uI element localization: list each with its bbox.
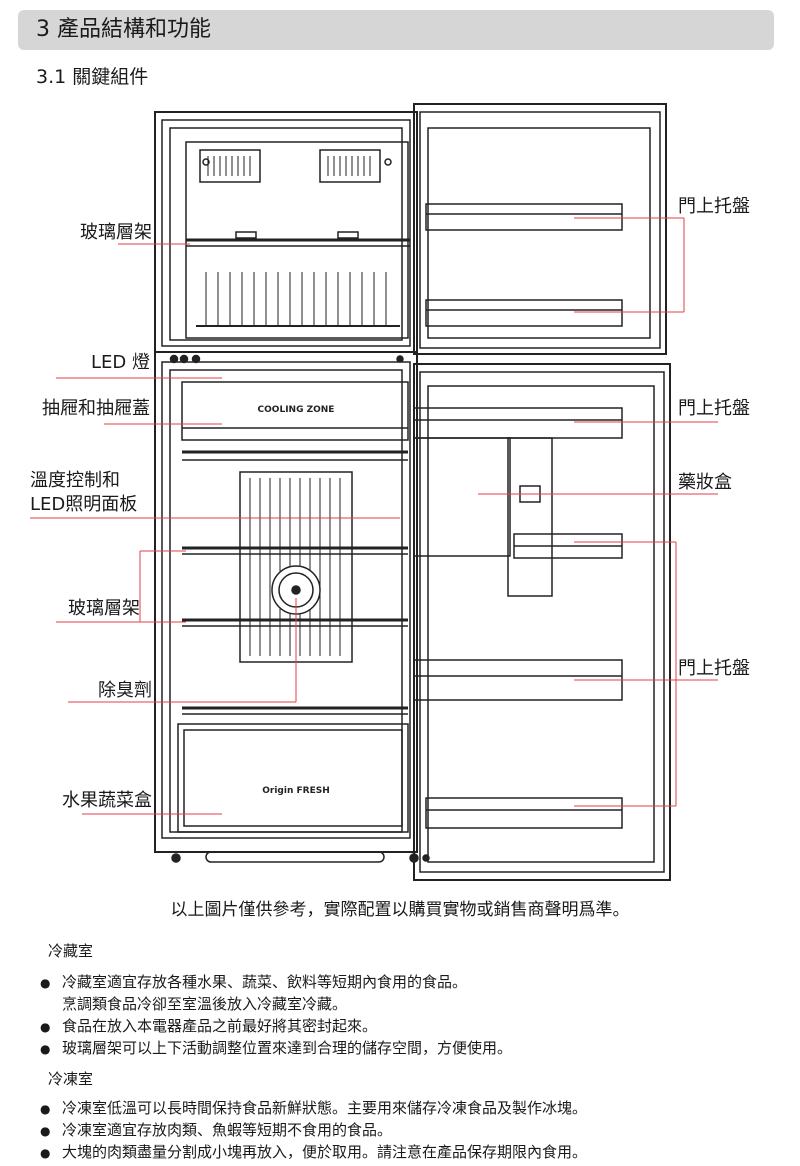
fridge-note: ●玻璃層架可以上下活動調整位置來達到合理的儲存空間，方便使用。	[40, 1039, 513, 1057]
bullet-icon: ●	[40, 976, 51, 990]
bullet-icon: ●	[40, 1146, 51, 1160]
cooling-zone-label: COOLING ZONE	[258, 405, 335, 415]
freezer-door	[413, 103, 667, 355]
callout-led-light: LED 燈	[91, 352, 150, 373]
callout-door-tray-1: 門上托盤	[678, 196, 750, 217]
freezer-note: ●大塊的肉類盡量分割成小塊再放入，便於取用。請注意在產品保存期限內食用。	[40, 1143, 588, 1161]
fridge-compartment	[171, 381, 419, 863]
freezer-note: ●冷凍室低溫可以長時間保持食品新鮮狀態。主要用來儲存冷凍食品及製作冰塊。	[40, 1099, 588, 1117]
freezer-compartment	[185, 141, 410, 339]
freezer-notes-heading: 冷凍室	[48, 1070, 94, 1088]
callout-temp-panel-line1: 溫度控制和	[30, 470, 120, 491]
led-lights	[169, 354, 404, 364]
callout-temp-panel-line2: LED照明面板	[30, 494, 138, 515]
callout-crisper: 水果蔬菜盒	[62, 790, 152, 811]
callout-medicine-box: 藥妝盒	[678, 472, 732, 493]
refrigerator-diagram: COOLING ZONE Origin FRESH	[30, 103, 718, 881]
fridge-note: ●食品在放入本電器產品之前最好將其密封起來。	[40, 1017, 378, 1035]
bullet-icon: ●	[40, 1020, 51, 1034]
cabinet-body	[154, 111, 418, 853]
fridge-door	[413, 363, 671, 881]
subsection-title: 3.1 關鍵組件	[36, 66, 149, 88]
callout-door-tray-2: 門上托盤	[678, 398, 750, 419]
bullet-icon: ●	[40, 1042, 51, 1056]
leader-lines	[30, 217, 718, 815]
image-disclaimer: 以上圖片僅供參考，實際配置以購買實物或銷售商聲明爲準。	[170, 900, 630, 920]
callout-door-tray-3: 門上托盤	[678, 658, 750, 679]
freezer-note: ●冷凍室適宜存放肉類、魚蝦等短期不食用的食品。	[40, 1121, 393, 1139]
section-title: 3 產品結構和功能	[36, 17, 211, 42]
callout-deodorizer: 除臭劑	[98, 680, 152, 701]
fridge-note-continued: 烹調類食品冷卻至室溫後放入冷藏室冷藏。	[62, 995, 348, 1013]
bullet-icon: ●	[40, 1124, 51, 1138]
callout-glass-shelf-top: 玻璃層架	[80, 222, 152, 243]
bullet-icon: ●	[40, 1102, 51, 1116]
fridge-note: ●冷藏室適宜存放各種水果、蔬菜、飲料等短期內食用的食品。	[40, 973, 468, 991]
section-header-bar	[18, 10, 774, 50]
callout-drawer-cover: 抽屜和抽屜蓋	[42, 398, 150, 419]
callout-glass-shelf-mid: 玻璃層架	[68, 598, 140, 619]
fridge-notes-heading: 冷藏室	[48, 942, 94, 960]
origin-fresh-label: Origin FRESH	[262, 786, 329, 796]
